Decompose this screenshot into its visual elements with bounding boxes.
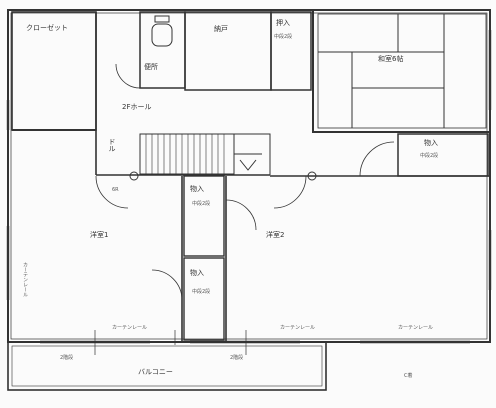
- storage-label: 納戸: [214, 25, 228, 33]
- mono-low-label: 物入: [190, 269, 204, 277]
- door-mark: 6R: [112, 187, 119, 193]
- curtain-rail-2: カーテンレール: [280, 325, 316, 331]
- window-mark-2: 2階段: [230, 355, 244, 361]
- mono-low-note: 中段2段: [192, 289, 211, 295]
- curtain-rail-vertical: カーテンレール: [22, 262, 28, 297]
- oshiire-right-note: 中段2段: [420, 153, 439, 159]
- oshiire-top-label: 押入: [276, 19, 290, 27]
- mono-mid-note: 中段2段: [192, 201, 211, 207]
- oshiire-right-label: 物入: [424, 139, 438, 147]
- curtain-rail-3: カーテンレール: [398, 325, 434, 331]
- balcony-label: バルコニー: [138, 368, 173, 376]
- dl-label: ドル: [108, 138, 116, 152]
- mono-mid-label: 物入: [190, 185, 204, 193]
- toilet-label: 便所: [144, 63, 158, 71]
- youshitsu1-label: 洋室1: [90, 231, 109, 239]
- youshitsu2-label: 洋室2: [266, 231, 285, 239]
- washitsu-label: 和室6帖: [378, 55, 404, 63]
- closet-label: クローゼット: [26, 24, 68, 32]
- hall-label: 2Fホール: [122, 103, 152, 111]
- oshiire-top-note: 中段2段: [274, 34, 293, 40]
- corner-tag: C着: [404, 373, 413, 379]
- curtain-rail-1: カーテンレール: [112, 325, 148, 331]
- window-mark-1: 2階段: [60, 355, 74, 361]
